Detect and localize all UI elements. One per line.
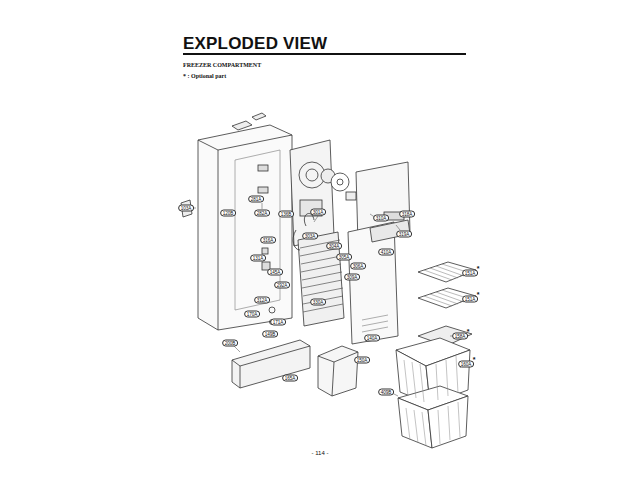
optional-mark: * <box>477 291 480 298</box>
optional-mark: * <box>477 265 480 272</box>
callout-number: 145A <box>267 269 283 276</box>
note: * : Optional part <box>183 73 226 79</box>
callout-number: 309A <box>344 274 360 281</box>
callout-number: 171A <box>270 319 286 326</box>
callout-number: 305A <box>336 254 352 261</box>
callout-number: 103A <box>178 205 194 212</box>
callout-number: 316A <box>260 237 276 244</box>
callout-number: 306A <box>350 263 366 270</box>
callout-number: 140A <box>364 335 380 342</box>
section-heading: FREEZER COMPARTMENT <box>183 62 261 68</box>
callout-number: 151A <box>462 270 478 277</box>
callout-number: 131A <box>250 255 266 262</box>
page-title: EXPLODED VIEW <box>183 34 327 54</box>
callout-number: 120B <box>220 210 236 217</box>
callout-number: 281A <box>248 196 264 203</box>
callout-number: 318A <box>399 211 415 218</box>
callout-number: 303A <box>302 233 318 240</box>
callout-number: 165A <box>282 375 298 382</box>
callout-number: 160A <box>458 361 474 368</box>
callout-number: 150A <box>354 357 370 364</box>
callout-number: 301A <box>310 209 326 216</box>
callout-number: 151A <box>462 296 478 303</box>
callout-number: 200B <box>222 340 238 347</box>
callout-number: 312A <box>254 297 270 304</box>
callout-number: 136B <box>278 211 294 218</box>
callout-number: 304A <box>326 243 342 250</box>
page-number: - 114 - <box>312 450 329 456</box>
callout-number: 158A <box>452 333 468 340</box>
callout-number: 330A <box>310 299 326 306</box>
callout-number: 282A <box>254 210 270 217</box>
callout-number: 409B <box>378 389 394 396</box>
callout-number: 149B <box>262 331 278 338</box>
optional-mark: * <box>467 328 470 335</box>
callout-number: 310A <box>373 215 389 222</box>
callout-number: 170A <box>244 311 260 318</box>
optional-mark: * <box>473 356 476 363</box>
callout-number: 410A <box>378 249 394 256</box>
callout-number: 319A <box>396 231 412 238</box>
callout-number: 292A <box>274 282 290 289</box>
